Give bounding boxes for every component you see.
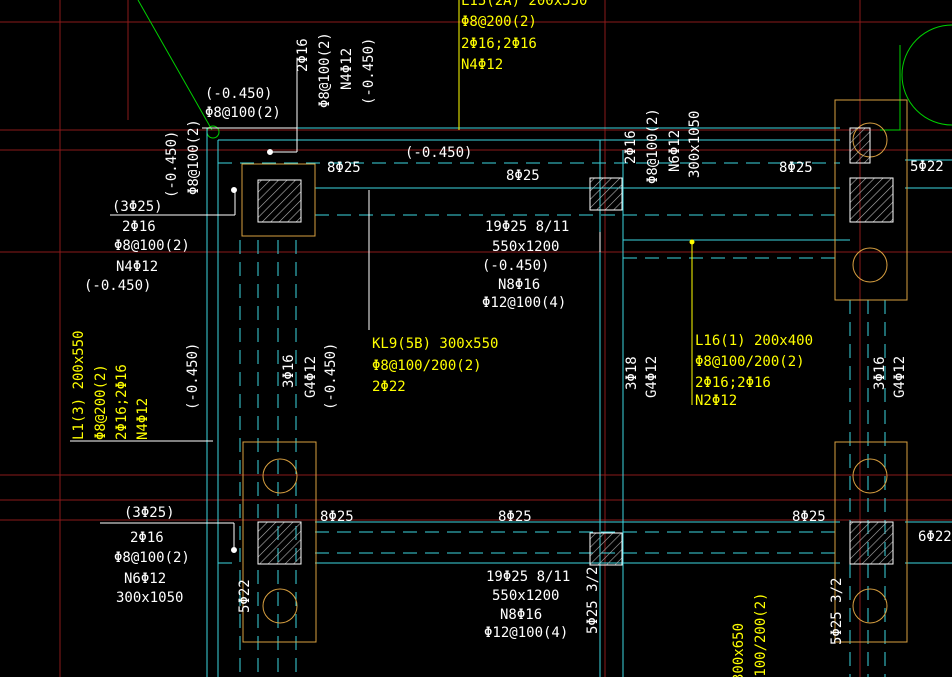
top-8025-b: 8Φ25	[506, 168, 540, 184]
bot-5025-a: 5Φ25 3/2	[585, 566, 601, 634]
bot-right-2: Φ8@100/200(2)	[753, 592, 769, 677]
bk-3: N8Φ16	[500, 607, 543, 623]
v-elev-a: (-0.450)	[323, 342, 339, 410]
l1-bars: 2Φ16;2Φ16	[114, 364, 130, 440]
bot-6022: 6Φ22	[918, 529, 952, 545]
mid-col-v2: Φ8@100(2)	[645, 108, 661, 184]
left-a1: (3Φ25)	[112, 199, 163, 215]
v-g4-b: G4Φ12	[644, 355, 660, 398]
tl-elev: (-0.450)	[205, 86, 273, 102]
mid-col-v3: N6Φ12	[667, 129, 683, 172]
left-v-stirrup: Φ8@100(2)	[186, 119, 202, 195]
v-3016-a: 3Φ16	[281, 354, 297, 388]
v-3016-c: 3Φ16	[872, 356, 888, 390]
kl-5: Φ12@100(4)	[482, 295, 567, 311]
bk-1: 19Φ25 8/11	[486, 569, 571, 585]
leader-lines	[70, 60, 601, 553]
top-8025-a: 8Φ25	[327, 160, 361, 176]
kl9-bar: 2Φ22	[372, 379, 406, 395]
bot-8025-b: 8Φ25	[498, 509, 532, 525]
bl-1: (3Φ25)	[124, 505, 175, 521]
l16-bars: 2Φ16;2Φ16	[695, 375, 771, 391]
bot-8025-a: 8Φ25	[320, 509, 354, 525]
left-a2: 2Φ16	[122, 219, 156, 235]
kl-3: (-0.450)	[482, 258, 550, 274]
top-8025-c: 8Φ25	[779, 160, 813, 176]
left-v-elev: (-0.450)	[164, 130, 180, 198]
bot-right-1: 300x650	[731, 622, 747, 677]
v-g4-a: G4Φ12	[303, 355, 319, 398]
kl9-stirrup: Φ8@100/200(2)	[372, 358, 482, 374]
yellow-leaders	[458, 0, 695, 405]
col-top-v1: 2Φ16	[295, 38, 311, 72]
l15-title: L15(2A) 200x550	[461, 0, 588, 9]
l1-stirrup: Φ8@200(2)	[93, 364, 109, 440]
bot-8025-c: 8Φ25	[792, 509, 826, 525]
column-sections	[257, 127, 894, 566]
l15-bars: 2Φ16;2Φ16	[461, 36, 537, 52]
bot-5025-b: 5Φ25 3/2	[829, 577, 845, 645]
tl-stirrup: Φ8@100(2)	[205, 105, 281, 121]
mid-col-v4: 300x1050	[687, 110, 703, 178]
col-top-v2: Φ8@100(2)	[317, 32, 333, 108]
l16-stirrup: Φ8@100/200(2)	[695, 354, 805, 370]
left-a4: N4Φ12	[116, 259, 159, 275]
pile-caps	[241, 99, 908, 643]
bl-5: 300x1050	[116, 590, 184, 606]
bl-4: N6Φ12	[124, 571, 167, 587]
green-leader	[137, 0, 952, 139]
left-v-elev2: (-0.450)	[185, 342, 201, 410]
l15-n: N4Φ12	[461, 57, 504, 73]
l1-title: L1(3) 200x550	[71, 330, 87, 440]
left-a5: (-0.450)	[84, 278, 152, 294]
l15-stirrup: Φ8@200(2)	[461, 14, 537, 30]
right-5022: 5Φ22	[910, 159, 944, 175]
v-3018: 3Φ18	[624, 356, 640, 390]
kl-2: 550x1200	[492, 239, 560, 255]
bl-3: Φ8@100(2)	[114, 550, 190, 566]
bot-5022: 5Φ22	[237, 579, 253, 613]
bl-2: 2Φ16	[130, 530, 164, 546]
l1-n: N4Φ12	[135, 397, 151, 440]
kl-4: N8Φ16	[498, 277, 541, 293]
left-a3: Φ8@100(2)	[114, 238, 190, 254]
v-g4-c: G4Φ12	[892, 355, 908, 398]
l16-title: L16(1) 200x400	[695, 333, 814, 349]
col-top-v4: (-0.450)	[361, 37, 377, 105]
bk-4: Φ12@100(4)	[484, 625, 569, 641]
kl9-title: KL9(5B) 300x550	[372, 336, 499, 352]
bk-2: 550x1200	[492, 588, 560, 604]
l16-n: N2Φ12	[695, 393, 738, 409]
col-top-v3: N4Φ12	[339, 47, 355, 90]
mid-col-v1: 2Φ16	[623, 130, 639, 164]
kl-1: 19Φ25 8/11	[485, 219, 570, 235]
top-beam-elev: (-0.450)	[405, 145, 473, 161]
